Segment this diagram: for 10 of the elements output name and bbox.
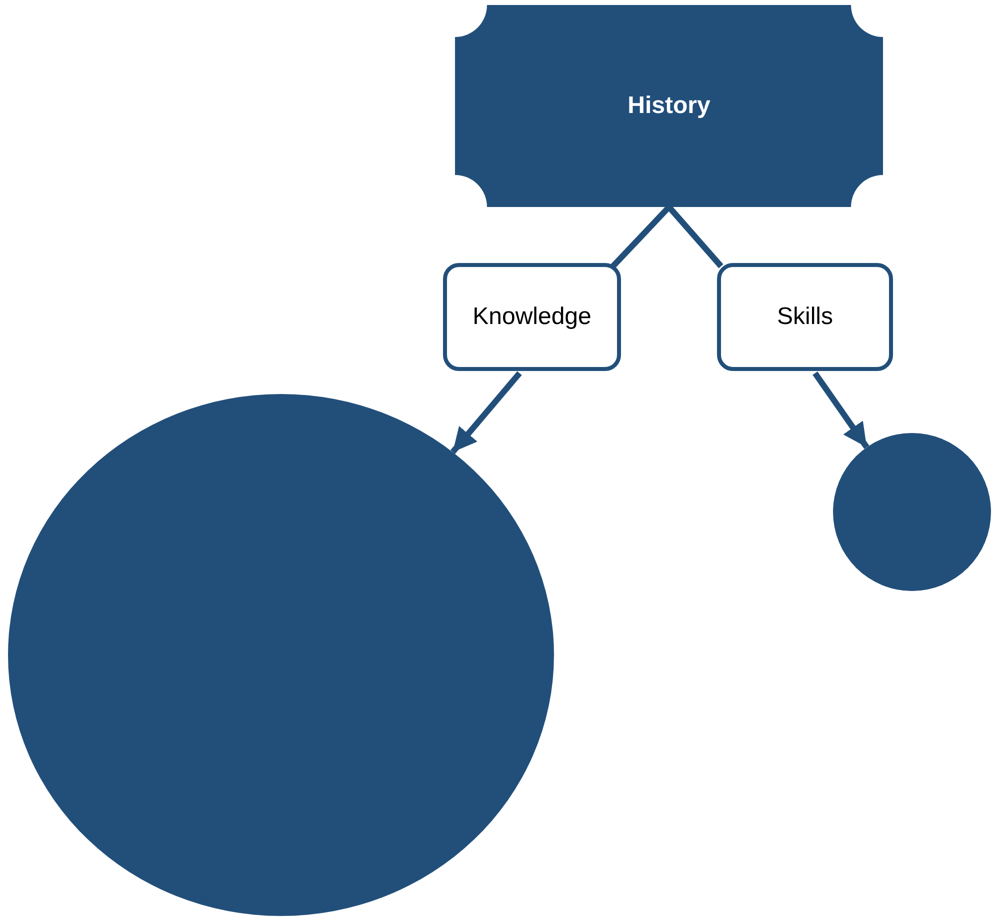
connector-line: [666, 205, 724, 268]
rounded-box: [443, 263, 621, 371]
rounded-box: [717, 263, 893, 371]
node-label: Skills: [776, 303, 833, 331]
arrow: [812, 371, 870, 449]
node-label: Knowledge: [472, 303, 592, 331]
connector-line: [610, 204, 672, 268]
node-label: History: [628, 92, 710, 120]
arrow: [450, 371, 522, 454]
plaque-box: [455, 5, 883, 207]
